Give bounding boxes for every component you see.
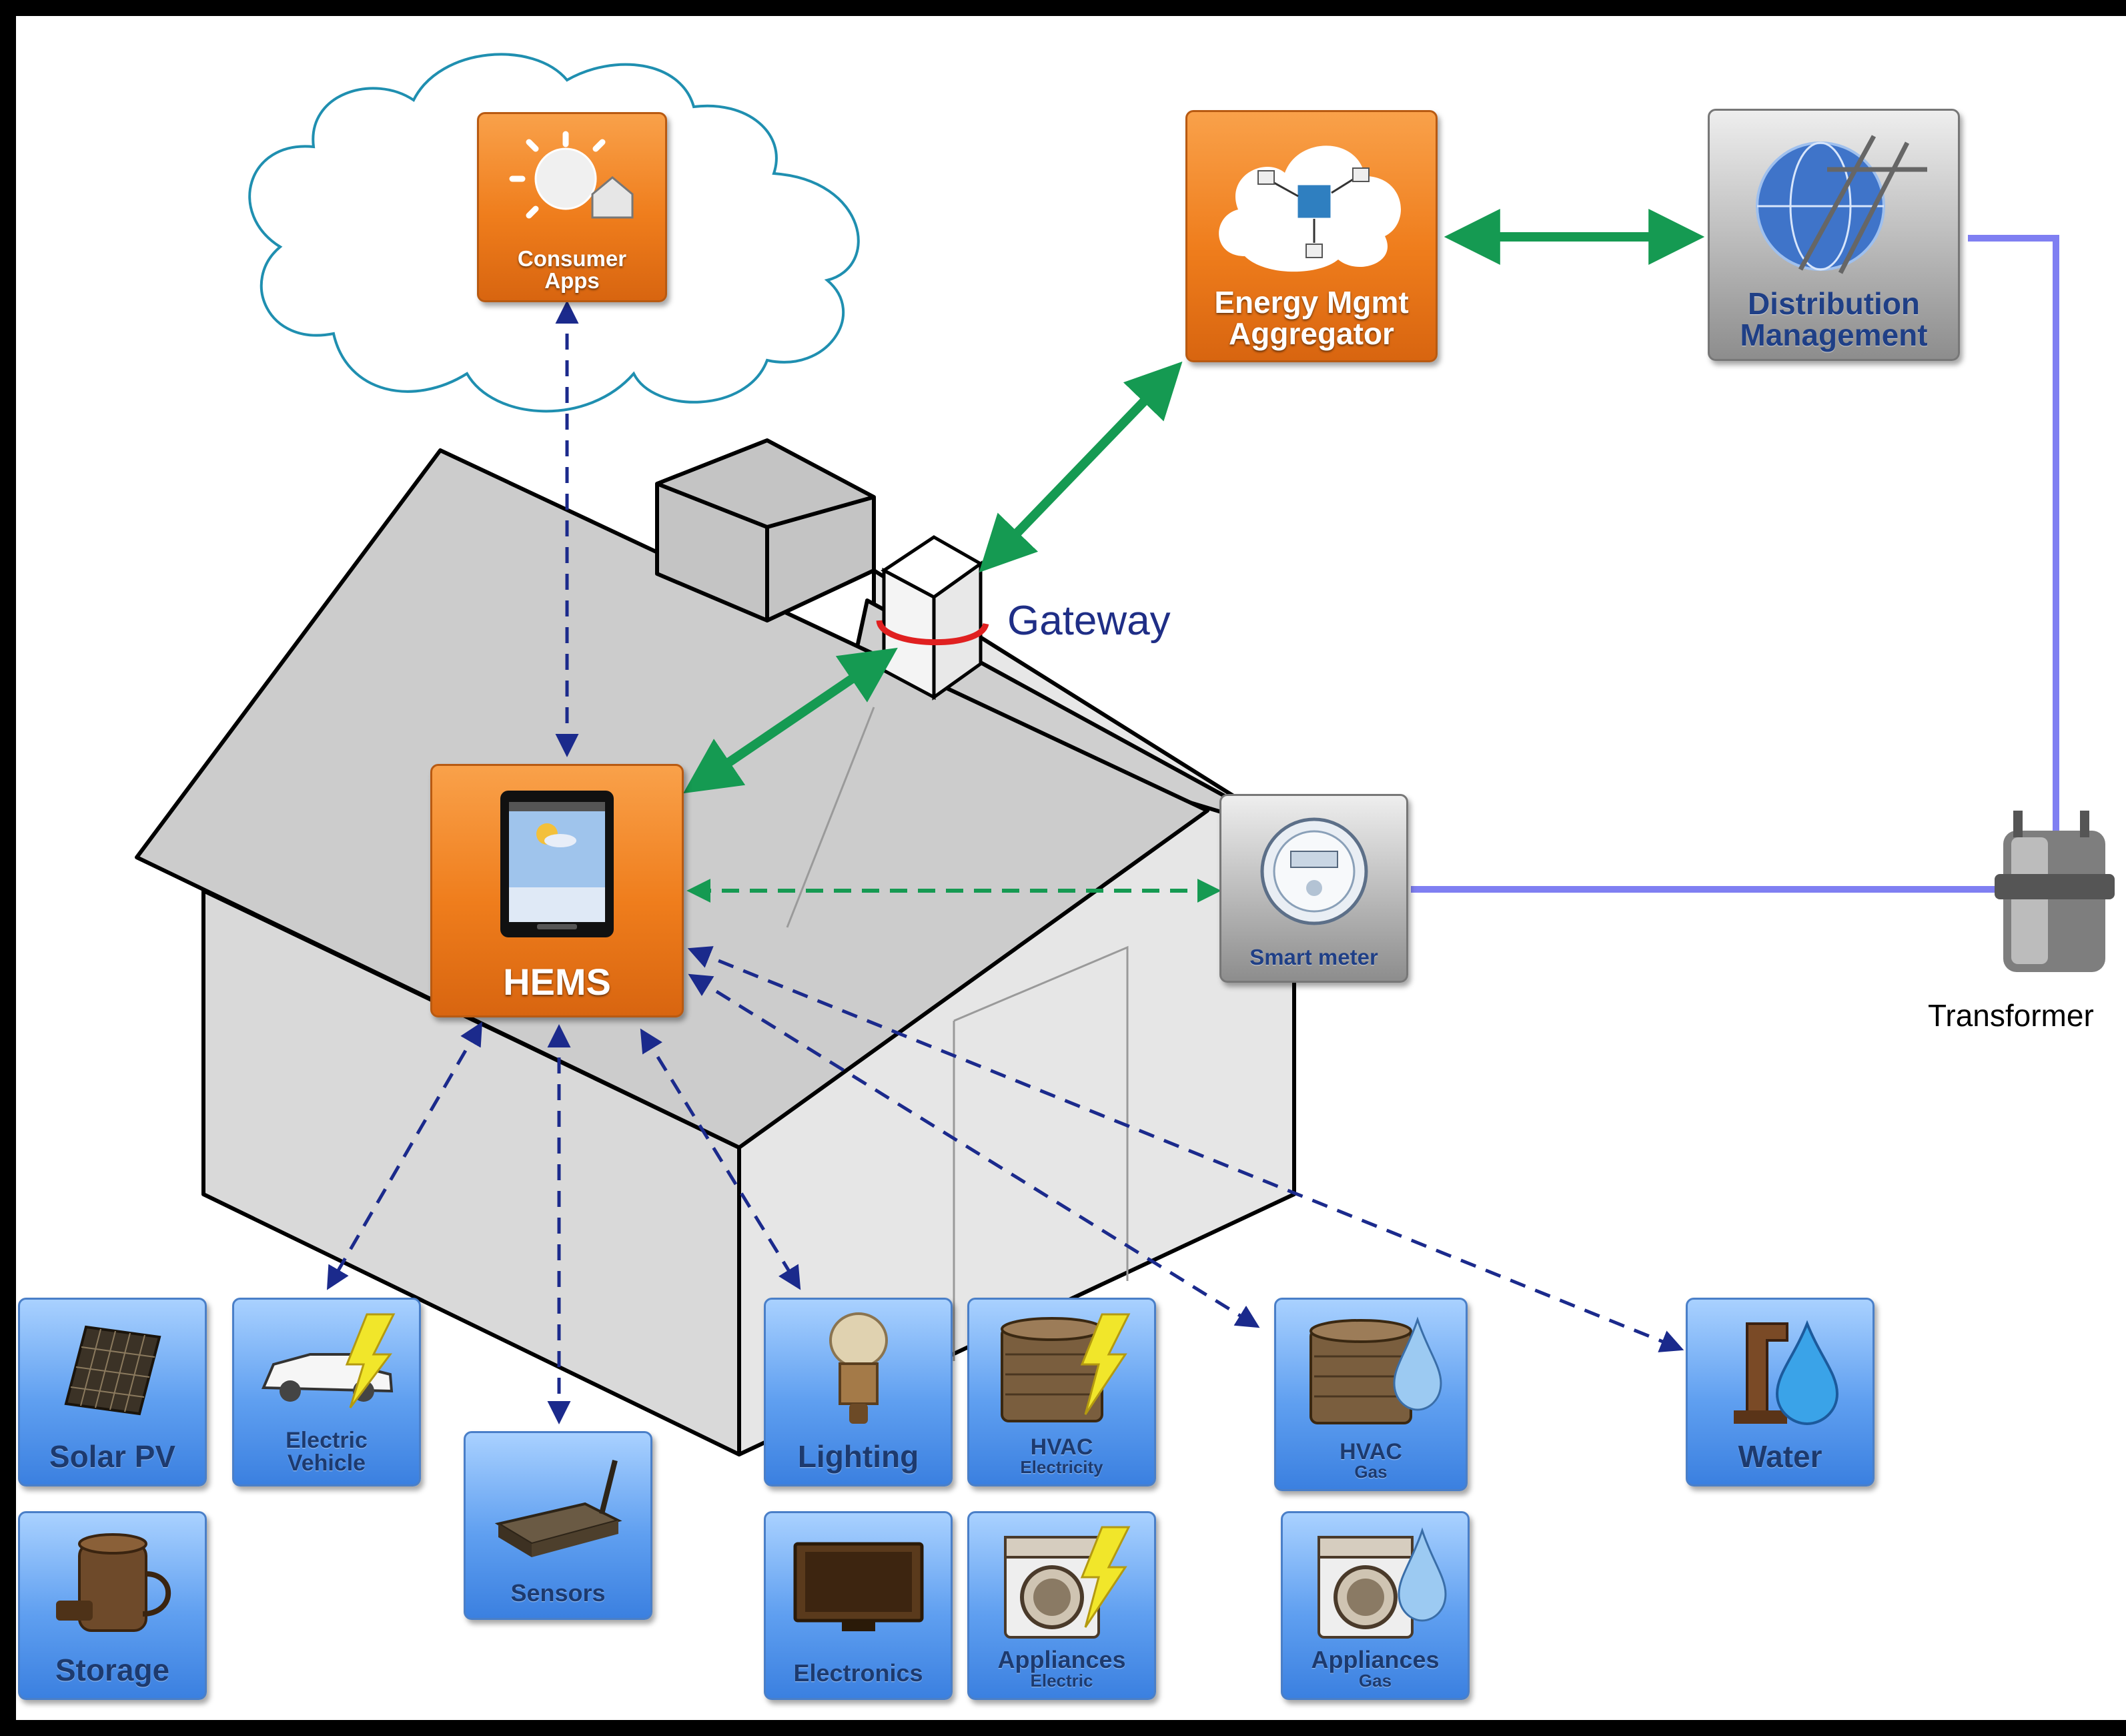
electric-meter-icon bbox=[1221, 796, 1406, 946]
appliances-gas-label: Appliances bbox=[1311, 1645, 1440, 1673]
globe-sun-icon bbox=[479, 114, 665, 248]
distribution-label-1: Distribution bbox=[1747, 286, 1921, 322]
consumer-apps-tile[interactable]: Consumer Apps bbox=[477, 112, 667, 302]
power-grid-globe-icon bbox=[1710, 111, 1958, 288]
washer-gas-drop-icon bbox=[1283, 1513, 1468, 1648]
television-icon bbox=[766, 1513, 951, 1661]
faucet-water-drop-icon bbox=[1688, 1300, 1873, 1441]
hvac-electricity-sublabel: Electricity bbox=[1020, 1457, 1103, 1478]
energy-mgmt-aggregator-tile[interactable]: Energy Mgmt Aggregator bbox=[1185, 110, 1438, 362]
smart-meter-label: Smart meter bbox=[1249, 945, 1378, 970]
appliances-electric-tile[interactable]: Appliances Electric bbox=[967, 1511, 1156, 1700]
light-bulb-icon bbox=[766, 1300, 951, 1441]
sensors-tile[interactable]: Sensors bbox=[464, 1431, 652, 1620]
smart-meter-tile[interactable]: Smart meter bbox=[1219, 794, 1408, 983]
appliances-gas-tile[interactable]: Appliances Gas bbox=[1281, 1511, 1470, 1700]
electric-car-icon bbox=[234, 1300, 419, 1429]
appliances-electric-sublabel: Electric bbox=[1030, 1671, 1093, 1691]
solar-pv-label: Solar PV bbox=[49, 1439, 176, 1474]
electric-vehicle-label-2: Vehicle bbox=[287, 1450, 366, 1476]
distribution-management-tile[interactable]: Distribution Management bbox=[1708, 109, 1960, 361]
hvac-electricity-label: HVAC bbox=[1030, 1434, 1093, 1460]
green-links bbox=[683, 209, 1705, 794]
lighting-label: Lighting bbox=[797, 1439, 919, 1474]
energy-mgmt-label-2: Aggregator bbox=[1229, 316, 1394, 352]
battery-plug-icon bbox=[20, 1513, 205, 1655]
sensors-label: Sensors bbox=[510, 1579, 606, 1607]
sensor-device-icon bbox=[466, 1433, 650, 1581]
blue-links bbox=[326, 300, 1684, 1424]
gateway-label: Gateway bbox=[1007, 598, 1171, 644]
ac-unit-gas-drop-icon bbox=[1276, 1300, 1466, 1440]
energy-mgmt-label-1: Energy Mgmt bbox=[1214, 285, 1409, 320]
hvac-electricity-tile[interactable]: HVAC Electricity bbox=[967, 1298, 1156, 1486]
storage-tile[interactable]: Storage bbox=[18, 1511, 207, 1700]
electronics-label: Electronics bbox=[793, 1659, 923, 1687]
consumer-apps-label-2: Apps bbox=[544, 268, 600, 294]
ac-unit-lightning-icon bbox=[969, 1300, 1154, 1436]
hvac-gas-sublabel: Gas bbox=[1354, 1462, 1388, 1482]
water-tile[interactable]: Water bbox=[1686, 1298, 1875, 1486]
lighting-tile[interactable]: Lighting bbox=[764, 1298, 953, 1486]
transformer-label: Transformer bbox=[1928, 998, 2094, 1033]
electric-vehicle-label-1: Electric bbox=[286, 1427, 368, 1453]
transformer-device bbox=[1995, 811, 2115, 972]
storage-label: Storage bbox=[55, 1653, 170, 1688]
solar-panel-icon bbox=[20, 1300, 205, 1441]
appliances-electric-label: Appliances bbox=[997, 1645, 1126, 1673]
solar-pv-tile[interactable]: Solar PV bbox=[18, 1298, 207, 1486]
network-cloud-icon bbox=[1187, 112, 1436, 287]
hvac-gas-label: HVAC bbox=[1340, 1438, 1402, 1464]
water-label: Water bbox=[1738, 1439, 1822, 1474]
washer-lightning-icon bbox=[969, 1513, 1154, 1648]
distribution-label-2: Management bbox=[1740, 318, 1928, 353]
hvac-gas-tile[interactable]: HVAC Gas bbox=[1274, 1298, 1468, 1491]
hems-tile[interactable]: HEMS bbox=[430, 764, 684, 1017]
tablet-icon bbox=[432, 766, 682, 963]
electronics-tile[interactable]: Electronics bbox=[764, 1511, 953, 1700]
power-lines bbox=[1411, 235, 2059, 893]
consumer-apps-label-1: Consumer bbox=[517, 246, 627, 271]
gateway-device bbox=[876, 535, 989, 701]
hems-label: HEMS bbox=[503, 960, 611, 1003]
electric-vehicle-tile[interactable]: Electric Vehicle bbox=[232, 1298, 421, 1486]
appliances-gas-sublabel: Gas bbox=[1358, 1671, 1392, 1691]
